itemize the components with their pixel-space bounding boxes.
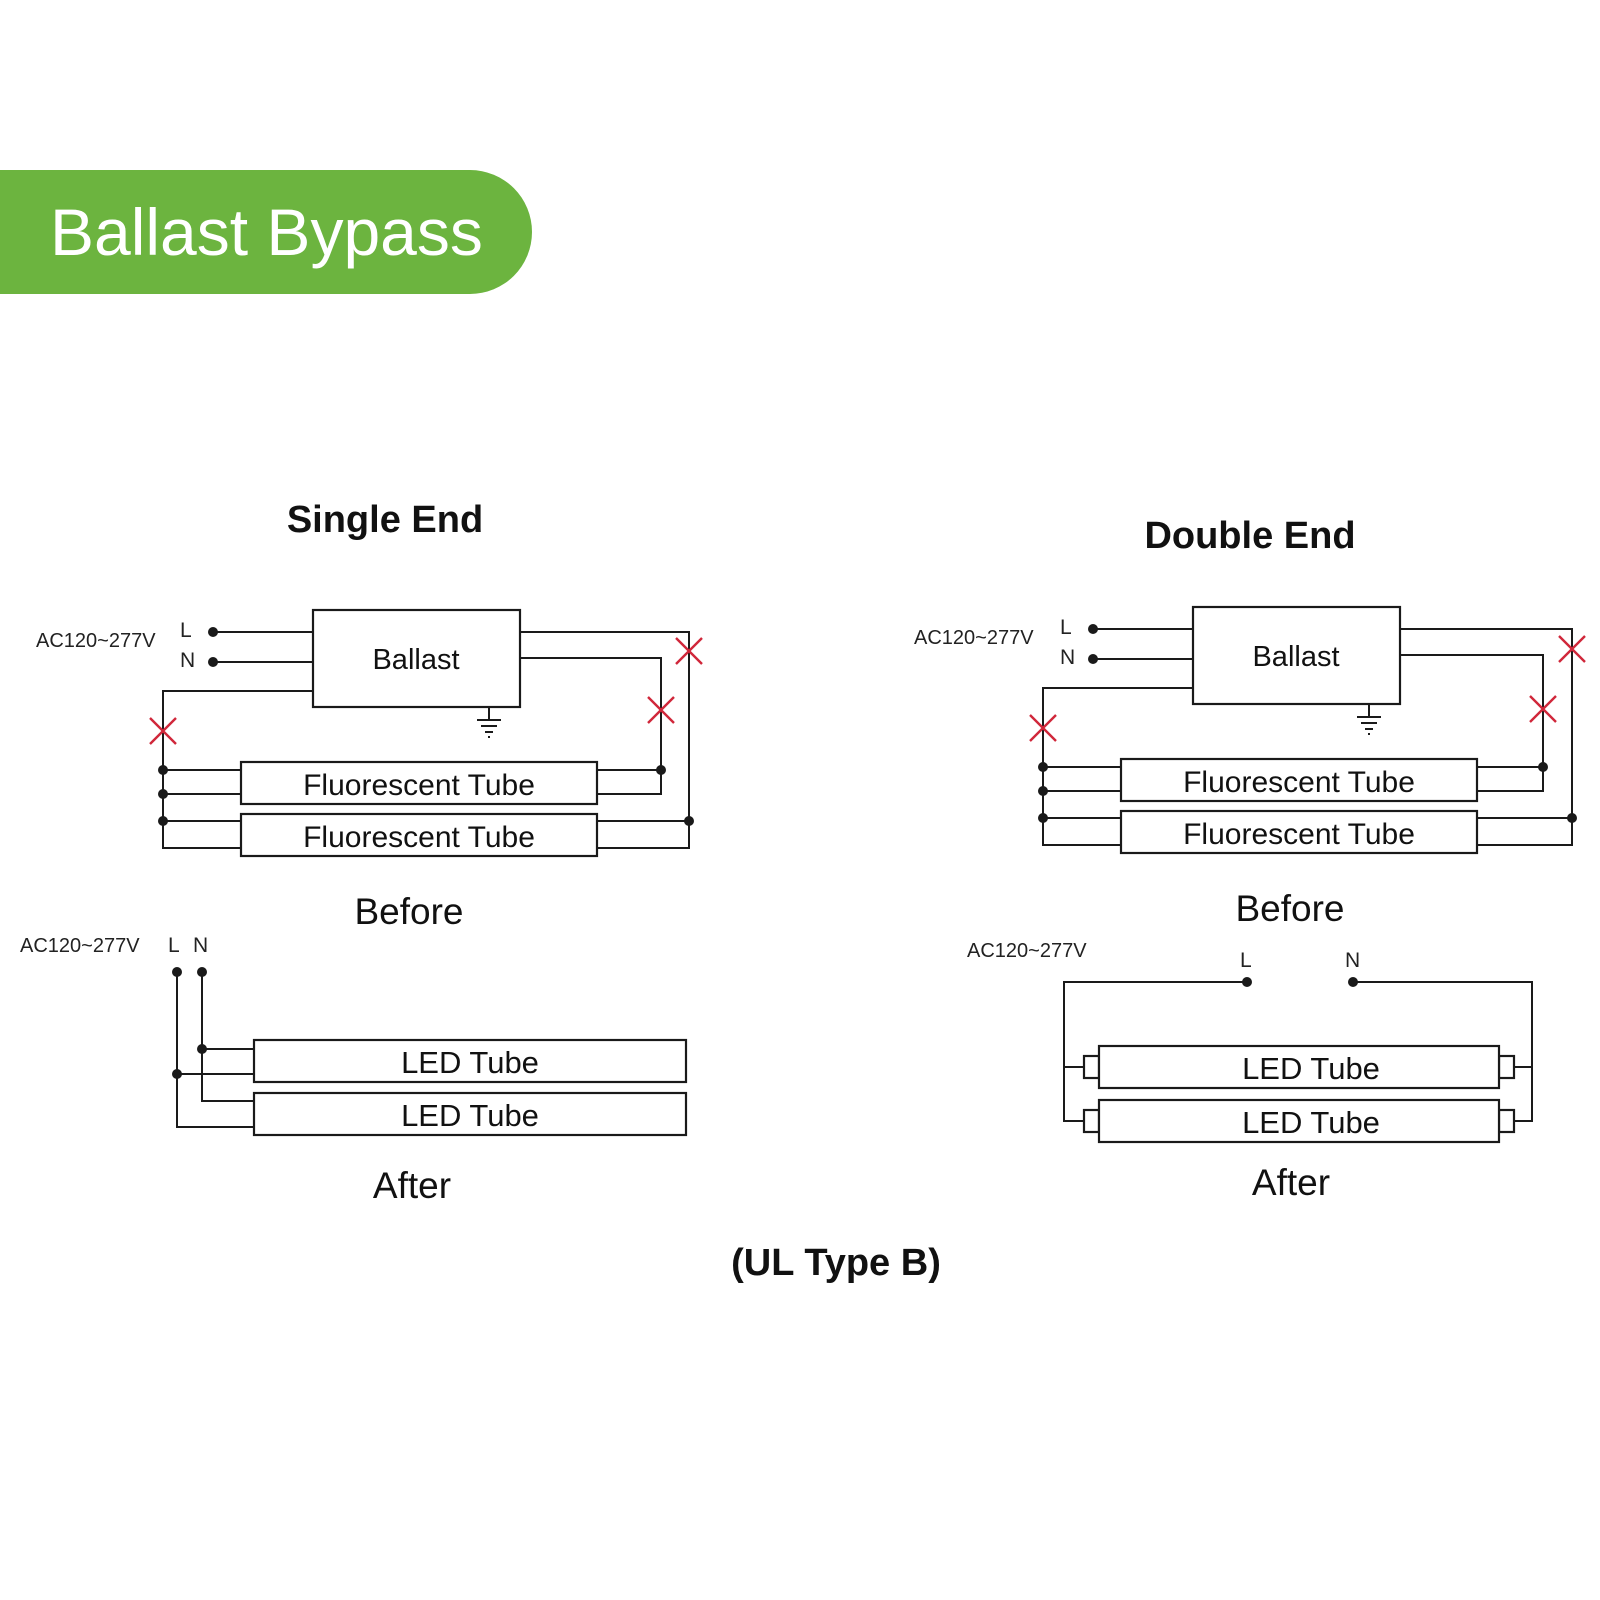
single-after-tube-1-label: LED Tube	[401, 1045, 539, 1080]
single-before-ballast-box	[311, 608, 522, 709]
single-end-before-diagram: AC120~277V L N	[36, 608, 703, 932]
double-before-tube-1	[1119, 757, 1479, 803]
double-after-tube-1	[1097, 1044, 1501, 1090]
double-before-n-label: N	[1060, 646, 1075, 669]
single-before-n-label: N	[180, 649, 195, 672]
double-after-wires	[1063, 981, 1533, 1122]
double-before-ballast-label: Ballast	[1252, 641, 1339, 673]
title-banner	[0, 170, 532, 294]
double-before-caption: Before	[1235, 888, 1344, 929]
double-end-heading: Double End	[1144, 515, 1355, 557]
single-after-wires	[176, 972, 254, 1128]
double-end-before-diagram: AC120~277V L N	[914, 605, 1586, 929]
single-before-tube-1-label: Fluorescent Tube	[303, 769, 535, 802]
single-after-junction-dots	[172, 967, 207, 1079]
single-after-l-label: L	[168, 934, 180, 957]
single-before-caption: Before	[354, 891, 463, 932]
double-end-after-diagram: AC120~277V L N LED Tube LED Tube After	[967, 940, 1533, 1203]
double-before-voltage-label: AC120~277V	[914, 627, 1034, 649]
single-end-after-diagram: AC120~277V L N LED Tube LED Tube After	[20, 934, 688, 1206]
double-after-n-label: N	[1345, 949, 1360, 972]
double-after-tube-2	[1097, 1098, 1501, 1144]
double-after-voltage-label: AC120~277V	[967, 940, 1087, 962]
single-before-voltage-label: AC120~277V	[36, 630, 156, 652]
double-after-caption: After	[1252, 1162, 1330, 1203]
single-before-cut-marks	[149, 637, 703, 745]
single-before-junction-dots	[158, 627, 694, 826]
single-after-caption: After	[373, 1165, 451, 1206]
single-after-tube-2	[252, 1091, 688, 1137]
single-before-tube-1	[239, 760, 599, 806]
double-before-ballast-box	[1191, 605, 1402, 706]
double-before-tube-1-label: Fluorescent Tube	[1183, 766, 1415, 799]
double-after-tube-2-label: LED Tube	[1242, 1105, 1380, 1140]
single-after-tube-1	[252, 1038, 688, 1084]
single-before-ballast-label: Ballast	[372, 644, 459, 676]
single-before-l-label: L	[180, 619, 192, 642]
double-before-tube-2-label: Fluorescent Tube	[1183, 818, 1415, 851]
single-before-tube-2-label: Fluorescent Tube	[303, 821, 535, 854]
double-before-cut-marks	[1029, 635, 1586, 742]
double-after-tube-1-label: LED Tube	[1242, 1051, 1380, 1086]
double-before-junction-dots	[1038, 624, 1577, 823]
single-after-voltage-label: AC120~277V	[20, 935, 140, 957]
double-after-junction-dots	[1242, 977, 1358, 987]
page-title: Ballast Bypass	[50, 195, 483, 269]
single-after-n-label: N	[193, 934, 208, 957]
ul-type-label: (UL Type B)	[731, 1242, 941, 1284]
double-after-l-label: L	[1240, 949, 1252, 972]
double-before-tube-2	[1119, 809, 1479, 855]
double-before-l-label: L	[1060, 616, 1072, 639]
single-end-heading: Single End	[287, 499, 483, 541]
single-before-tube-2	[239, 812, 599, 858]
single-after-tube-2-label: LED Tube	[401, 1098, 539, 1133]
